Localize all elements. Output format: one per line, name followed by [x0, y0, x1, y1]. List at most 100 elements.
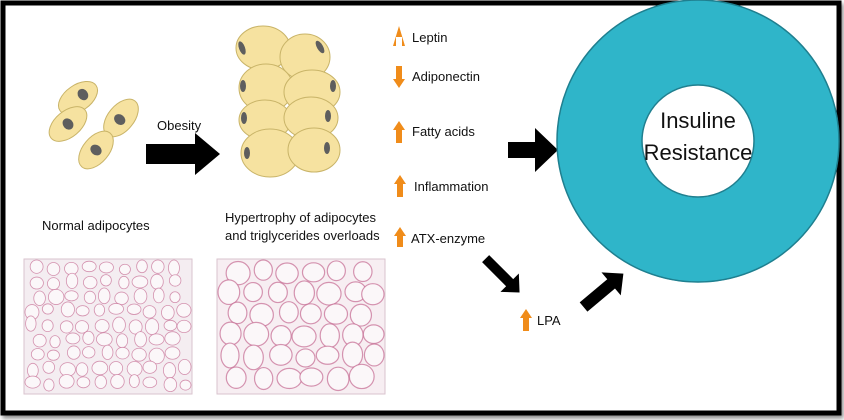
- tissue-cell: [126, 361, 143, 377]
- tissue-cell: [41, 319, 54, 333]
- tissue-cell: [41, 303, 54, 315]
- inflammation-up-arrow-icon: [394, 175, 406, 197]
- atx-enzyme-up-arrow-icon: [394, 227, 406, 249]
- tissue-cell: [243, 321, 270, 347]
- tissue-cell: [177, 359, 192, 375]
- tissue-cell: [60, 301, 75, 318]
- tissue-cell: [93, 303, 106, 317]
- tissue-cell: [150, 273, 164, 290]
- tissue-cell: [270, 325, 292, 347]
- cell-nucleus: [114, 114, 126, 125]
- hypertrophy-label-line2: and triglycerides overloads: [225, 228, 380, 243]
- tissue-cell: [269, 343, 293, 366]
- insulin-resistance-label-line2: Resistance: [643, 140, 753, 165]
- hypertrophy-label-line1: Hypertrophy of adipocytes: [225, 210, 377, 225]
- tissue-cell: [110, 374, 125, 389]
- tissue-cell: [65, 272, 79, 289]
- tissue-cell: [176, 319, 192, 334]
- tissue-cell: [353, 261, 373, 283]
- tissue-cell: [295, 348, 316, 368]
- hypertrophic-adipocytes-illustration: [235, 25, 341, 178]
- normal-adipocyte-cell: [48, 106, 88, 142]
- tissue-cell: [148, 333, 165, 346]
- histology-photos-panel: [12, 247, 424, 404]
- tissue-cell: [363, 343, 385, 367]
- tissue-cell: [219, 321, 242, 346]
- obesity-label: Obesity: [157, 118, 202, 133]
- tissue-cell: [47, 349, 60, 361]
- tissue-cell: [151, 259, 165, 274]
- insulin-resistance-label-line1: Insuline: [660, 108, 736, 133]
- tissue-cell: [76, 376, 91, 389]
- normal-adipocytes-illustration: [48, 80, 139, 170]
- tissue-cell: [326, 366, 350, 392]
- insulin-resistance-ring: [556, 0, 840, 283]
- tissue-cell: [82, 275, 98, 290]
- tissue-cell: [46, 262, 61, 276]
- tissue-cell: [179, 379, 192, 391]
- tissue-cell: [168, 274, 182, 287]
- tissue-cell: [101, 344, 114, 360]
- tissue-cell: [299, 303, 322, 325]
- tissue-cell: [145, 318, 160, 335]
- factor-atx-enzyme-label: ATX-enzyme: [411, 231, 486, 246]
- normal-tissue-cells: [24, 259, 192, 393]
- tissue-cell: [152, 287, 165, 304]
- tissue-cell: [142, 376, 158, 389]
- tissue-cell: [65, 332, 81, 345]
- tissue-cell: [29, 276, 44, 290]
- tissue-cell: [299, 367, 324, 387]
- factor-inflammation-label: Inflammation: [414, 179, 489, 194]
- tissue-cell: [131, 347, 147, 362]
- tissue-cell: [29, 259, 44, 274]
- tissue-cell: [128, 374, 140, 388]
- hypertrophic-nuclei: [238, 40, 336, 159]
- tissue-cell: [100, 274, 112, 287]
- tissue-cell: [136, 259, 148, 274]
- factor-adiponectin-label: Adiponectin: [412, 69, 480, 84]
- tissue-cell: [97, 287, 111, 305]
- tissue-cell: [278, 301, 299, 324]
- tissue-cell: [316, 281, 342, 306]
- tissue-cell: [66, 345, 81, 360]
- factor-leptin-label: Leptin: [412, 30, 448, 45]
- tissue-cell: [142, 305, 157, 319]
- insulin-resistance-ring-inner-outline: [641, 84, 755, 198]
- cell-nucleus: [77, 88, 89, 101]
- tissue-cell: [291, 325, 317, 348]
- tissue-cell: [27, 362, 39, 379]
- tissue-cell: [142, 360, 158, 374]
- tissue-cell: [115, 346, 130, 360]
- tissue-cell: [362, 324, 385, 345]
- tissue-cell: [276, 367, 303, 390]
- lpa-up-arrow-icon: [520, 309, 532, 331]
- tissue-cell: [116, 333, 129, 349]
- lpa-label: LPA: [537, 313, 561, 328]
- tissue-cell: [49, 335, 61, 349]
- tissue-cell: [148, 347, 165, 365]
- tissue-cell: [108, 361, 124, 376]
- tissue-cell: [25, 315, 37, 332]
- tissue-cell: [91, 360, 109, 376]
- tissue-cell: [108, 303, 124, 315]
- leptin-up-arrow-icon: [393, 26, 405, 46]
- tissue-cell: [326, 260, 346, 282]
- tissue-cell: [341, 341, 364, 368]
- tissue-cell: [134, 331, 147, 348]
- tissue-cell: [118, 275, 130, 290]
- tissue-cell: [253, 259, 273, 281]
- tissue-cell: [163, 319, 178, 332]
- tissue-cell: [118, 263, 131, 275]
- tissue-cell: [24, 375, 41, 389]
- tissue-cell: [131, 275, 149, 289]
- tissue-cell: [243, 281, 263, 303]
- hypertrophic-cell: [287, 127, 341, 173]
- tissue-cell: [176, 302, 192, 318]
- tissue-cell: [42, 360, 56, 374]
- tissue-cell: [126, 303, 142, 315]
- tissue-cell: [164, 331, 181, 346]
- tissue-cell: [112, 316, 126, 334]
- tissue-cell: [83, 290, 96, 304]
- tissue-cell: [220, 342, 240, 369]
- tissue-cell: [32, 333, 47, 348]
